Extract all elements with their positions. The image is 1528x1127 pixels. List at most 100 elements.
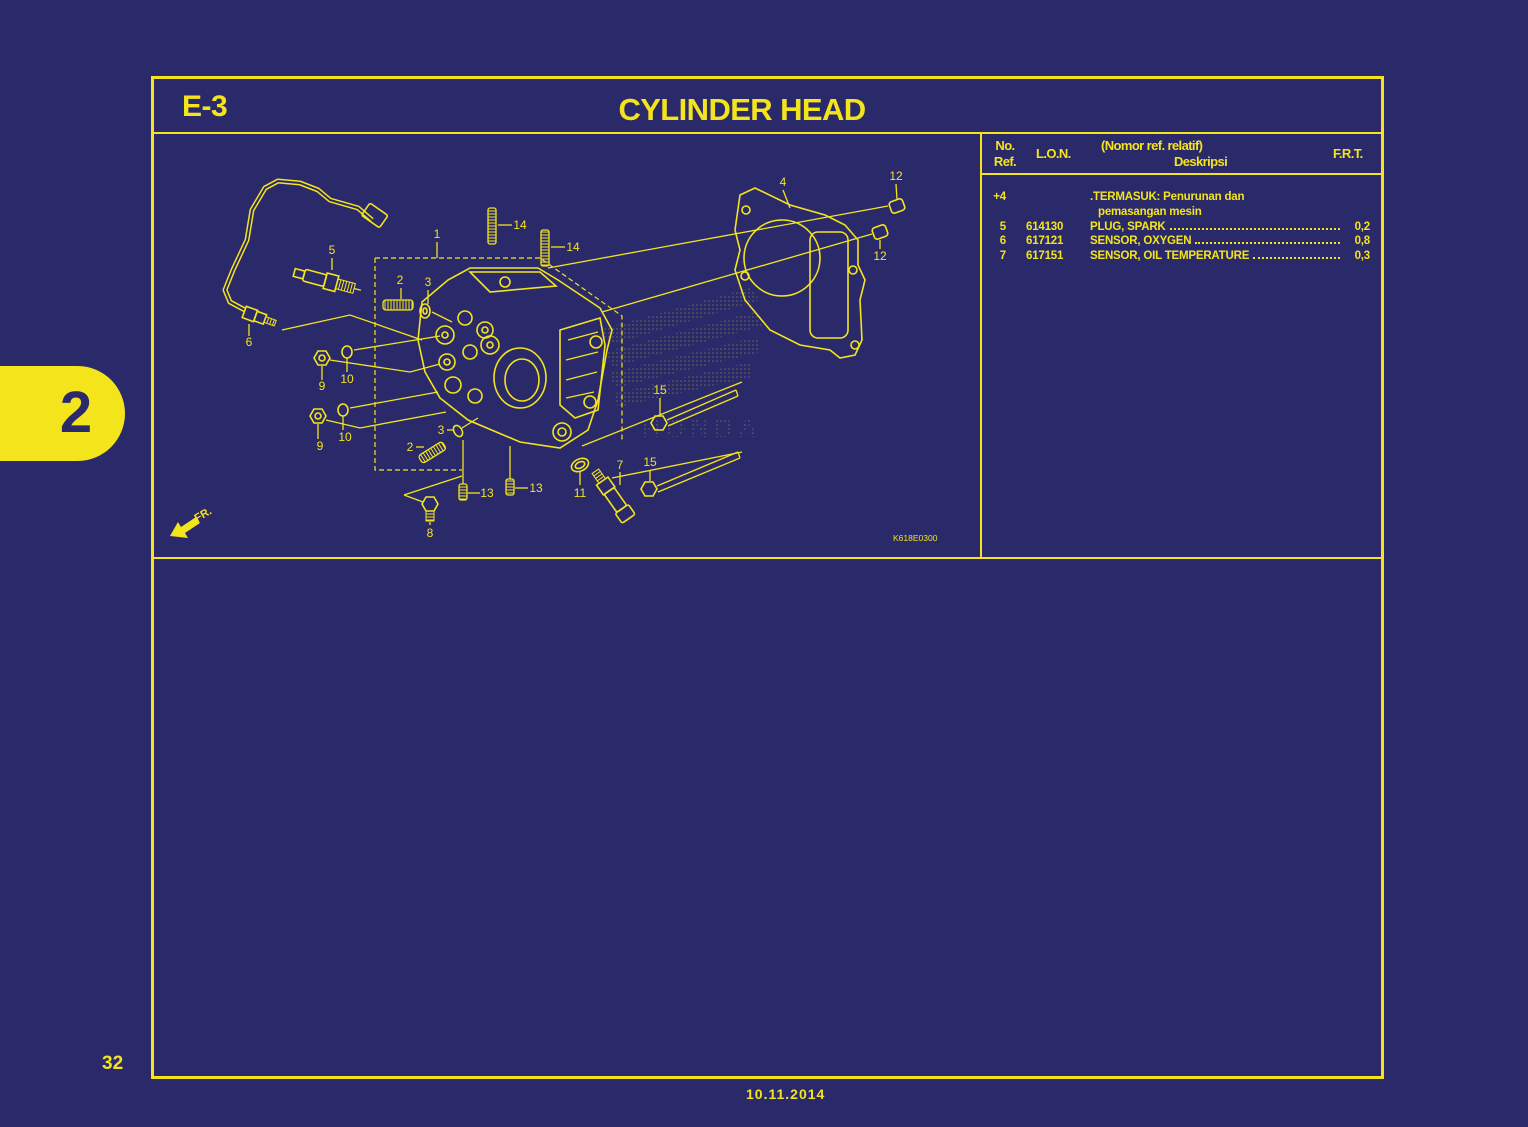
sensor-connector [615, 504, 636, 524]
front-direction-label: FR. [193, 505, 214, 524]
intake-port [493, 347, 547, 409]
gasket-bolt-hole [740, 271, 750, 281]
head-bolt-boss [480, 335, 500, 355]
table-header-divider [982, 173, 1381, 175]
page-title: CYLINDER HEAD [618, 92, 866, 127]
spark-plug [292, 267, 362, 294]
head-side-flange [559, 316, 606, 419]
row-ref: 6 [999, 234, 1006, 247]
table-header-frt: F.R.T. [1333, 146, 1363, 161]
table-row: 5 614130 PLUG, SPARK 0,2 [984, 219, 1370, 234]
table-row: 7 617151 SENSOR, OIL TEMPERATURE 0,3 [984, 248, 1370, 263]
callout-leader-4 [782, 189, 791, 209]
head-bolt-boss [467, 388, 483, 404]
bolt-15-shank [666, 389, 739, 427]
assembly-line [611, 451, 743, 479]
sensor-thread [591, 468, 607, 485]
washer-3 [419, 303, 431, 319]
head-bolt-hole [441, 331, 449, 339]
wing-feather [612, 362, 752, 407]
head-bolt-hole [443, 358, 451, 366]
plug-thread [334, 278, 357, 294]
callout-15: 15 [653, 383, 667, 397]
table-header-no: No. [995, 138, 1015, 153]
plug-electrode [353, 287, 362, 291]
callout-2: 2 [407, 440, 414, 454]
assembly-line [325, 411, 447, 429]
cylinder-head [417, 267, 613, 449]
washer-11-hole [574, 460, 586, 470]
callout-9: 9 [319, 379, 326, 393]
callout-8: 8 [427, 526, 434, 540]
intake-port-inner [504, 358, 540, 402]
nut-9 [309, 408, 327, 424]
callout-3: 3 [438, 423, 445, 437]
stud-14 [540, 229, 550, 267]
nut-9 [313, 350, 331, 366]
table-row: +4 .TERMASUK: Penurunan dan [984, 189, 1370, 204]
wing-feather [605, 312, 762, 367]
honda-wing-watermark: HONDA [600, 288, 762, 443]
head-boss-hole [557, 427, 567, 437]
row-lon: 617151 [1026, 249, 1064, 262]
washer-3-hole [422, 307, 428, 315]
row-desc: SENSOR, OXYGEN [1090, 234, 1192, 247]
stud-2 [382, 299, 414, 311]
callout-13: 13 [480, 486, 494, 500]
row-lon: 614130 [1026, 220, 1064, 233]
bolt-8-head [421, 496, 439, 512]
gasket-bolt-hole [741, 205, 751, 215]
nut-9-hole [318, 354, 326, 362]
table-row-continuation: pemasangan mesin [1098, 204, 1370, 219]
honda-watermark-text: HONDA [642, 413, 762, 443]
assembly-line [403, 494, 424, 503]
assembly-line [353, 335, 441, 351]
gasket-bore [743, 219, 821, 297]
gasket-chain-tunnel [809, 231, 849, 339]
callout-11: 11 [574, 486, 587, 500]
page-number: 32 [102, 1053, 124, 1074]
assembly-line [431, 311, 453, 323]
bolt-15-shank [656, 451, 741, 493]
print-date: 10.11.2014 [746, 1086, 826, 1102]
row-desc-continuation: pemasangan mesin [1098, 205, 1202, 218]
callout-15: 15 [643, 455, 657, 469]
row-frt: 0,3 [1354, 249, 1371, 262]
table-header-desc-note: (Nomor ref. relatif) [1101, 138, 1203, 153]
assembly-line [461, 417, 479, 429]
callout-1: 1 [434, 227, 441, 241]
oxygen-sensor-body [241, 305, 277, 327]
assembly-line [281, 314, 423, 341]
row-desc: .TERMASUK: Penurunan dan [1090, 190, 1245, 203]
cam-boss [499, 276, 511, 288]
head-bolt-boss [457, 310, 473, 326]
washer-11 [570, 457, 590, 473]
washer-3 [452, 424, 464, 438]
oil-temperature-sensor [591, 468, 636, 524]
assembly-line [349, 391, 439, 409]
sensor-thread [263, 315, 277, 327]
callout-9: 9 [317, 439, 324, 453]
dowel-pin-12 [888, 198, 906, 214]
gasket-bolt-hole [850, 340, 860, 350]
assembly-line [329, 359, 441, 373]
callout-12: 12 [889, 169, 903, 183]
assembly-line [403, 475, 463, 496]
exploded-view-diagram: HONDA [170, 169, 938, 543]
head-cooling-fins [565, 331, 599, 399]
head-bolt-boss [438, 353, 456, 371]
plug-insulator [302, 268, 328, 287]
dowel-13 [458, 483, 468, 501]
nut-9-hole [314, 412, 322, 420]
row-frt: 0,2 [1354, 220, 1371, 233]
section-tab-number: 2 [59, 380, 93, 445]
callout-6: 6 [246, 335, 253, 349]
washer-10 [337, 403, 349, 417]
table-header-lon: L.O.N. [1036, 146, 1071, 161]
table-header-desc: Deskripsi [1174, 154, 1228, 169]
section-tab: 2 [0, 366, 125, 461]
drawing-code: K618E0300 [893, 533, 938, 543]
oxygen-sensor-connector [361, 202, 389, 228]
assembly-line [547, 205, 889, 269]
row-desc: PLUG, SPARK [1090, 220, 1166, 233]
